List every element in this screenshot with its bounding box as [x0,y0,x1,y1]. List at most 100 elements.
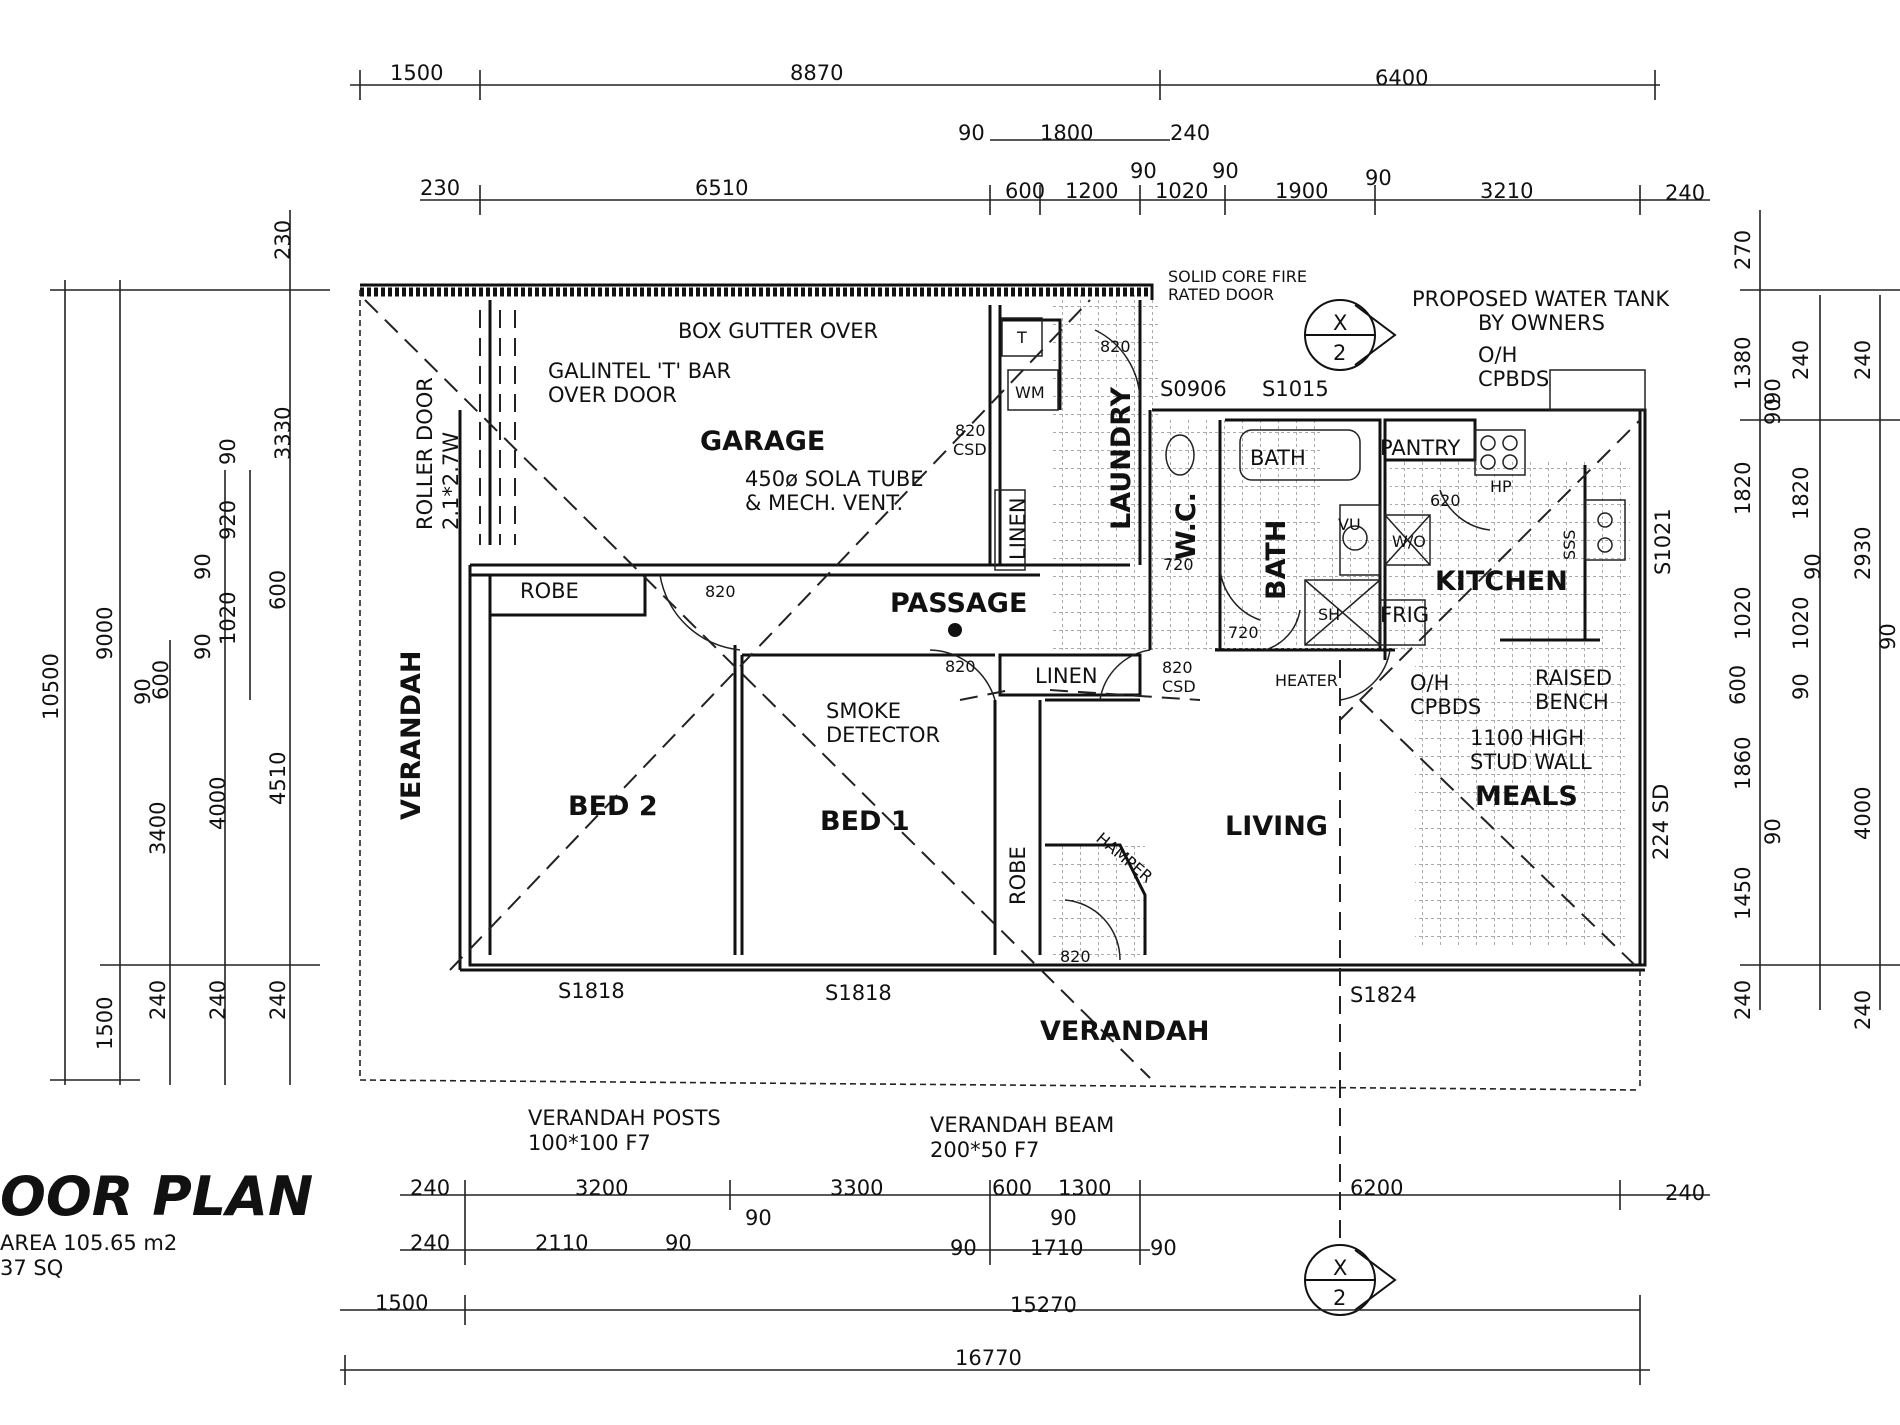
dim-bot-3300: 3300 [830,1176,883,1200]
door-csd-b: CSD [1162,677,1196,696]
note-roller-1: ROLLER DOOR [413,377,437,530]
dim-bot-1500: 1500 [375,1291,428,1315]
room-living: LIVING [1225,811,1328,842]
dim-left-4000: 4000 [206,777,230,830]
dim-top-600: 600 [1005,179,1045,203]
dim-top-230: 230 [420,176,460,200]
dim-bot-r2-90: 90 [665,1231,692,1255]
note-sd: 224 SD [1649,784,1673,860]
wc-tiles [1150,420,1320,650]
dim-top-1200: 1200 [1065,179,1118,203]
dimension-lines-bottom [340,1180,1710,1385]
dim-right-c2-90b: 90 [1801,553,1825,580]
dim-top-1800: 1800 [1040,121,1093,145]
dim-bot-3200: 3200 [575,1176,628,1200]
dim-right-c2-90d: 90 [1761,818,1785,845]
dim-right-c2-1820: 1820 [1789,467,1813,520]
note-smoke-1: SMOKE [826,699,901,723]
dim-bot-r2-240: 240 [410,1231,450,1255]
dim-bot-1300: 1300 [1058,1176,1111,1200]
note-vu: VU [1338,515,1361,534]
dim-left-c6-600: 600 [266,570,290,610]
dim-right-c2-90c: 90 [1789,673,1813,700]
room-passage: PASSAGE [890,588,1027,619]
room-bath: BATH [1261,520,1292,600]
note-roller-2: 2.1*2.7W [439,432,463,530]
dim-bot-r1-90: 90 [745,1206,772,1230]
dim-left-10500: 10500 [39,653,63,720]
dim-top-6400: 6400 [1375,66,1428,90]
dim-bot-6200: 6200 [1350,1176,1403,1200]
note-oh-bot-2: CPBDS [1410,695,1481,719]
dim-right-600: 600 [1726,665,1750,705]
window-s1021: S1021 [1651,508,1675,575]
dimension-lines-left [50,210,330,1085]
dim-left-3400: 3400 [146,802,170,855]
roller-door [479,310,516,545]
dim-left-c6-240: 240 [266,980,290,1020]
dim-top-1020: 1020 [1155,179,1208,203]
dim-right-1380: 1380 [1731,337,1755,390]
note-smoke-2: DETECTOR [826,723,940,747]
dim-right-1860: 1860 [1731,737,1755,790]
meals-tiles [1415,640,1625,945]
laundry-tiles [1050,295,1160,565]
dim-right-c4-90: 90 [1876,623,1900,650]
plan-title: OOR PLAN [0,1165,313,1228]
dim-bot-r1-90b: 90 [1050,1206,1077,1230]
note-stud-1: 1100 HIGH [1470,726,1584,750]
note-heater: HEATER [1275,671,1338,690]
door-820-csd-a: 820 [955,421,986,440]
note-stud-2: STUD WALL [1470,750,1592,774]
dim-top-1900: 1900 [1275,179,1328,203]
dimension-lines-top [350,70,1710,215]
note-galintel-2: OVER DOOR [548,383,677,407]
note-solid-2: RATED DOOR [1168,285,1274,304]
dim-top-6510: 6510 [695,176,748,200]
dim-left-230: 230 [271,220,295,260]
room-bed2: BED 2 [568,791,658,822]
dim-left-600: 600 [149,660,173,700]
dim-right-1020: 1020 [1731,587,1755,640]
door-720-bath: 720 [1228,623,1259,642]
dim-left-4510: 4510 [266,752,290,805]
dim-left-c4-90: 90 [191,633,215,660]
window-s1824: S1824 [1350,983,1417,1007]
note-galintel-1: GALINTEL 'T' BAR [548,359,731,383]
door-820-laundry: 820 [1100,337,1131,356]
plan-squares: 37 SQ [0,1256,63,1280]
note-frig: FRIG [1380,603,1429,627]
window-s1818b: S1818 [825,981,892,1005]
room-bed1: BED 1 [820,806,910,837]
note-tank-1: PROPOSED WATER TANK [1412,287,1670,311]
note-box-gutter: BOX GUTTER OVER [678,319,878,343]
dim-bot-r2-90b: 90 [950,1236,977,1260]
room-linen-passage: LINEN [1035,664,1098,688]
dim-left-3330: 3330 [271,407,295,460]
note-beam-1: VERANDAH BEAM [930,1113,1114,1137]
dim-left-c3-90: 90 [131,678,155,705]
section-marker-top [1304,299,1397,371]
note-solid-1: SOLID CORE FIRE [1168,267,1307,286]
room-garage: GARAGE [700,426,825,457]
door-swings [659,329,1491,961]
dim-top-r2-90: 90 [958,121,985,145]
dim-right-c1-90: 90 [1761,398,1785,425]
bath-tub-label: BATH [1250,446,1306,470]
dim-right-270: 270 [1731,230,1755,270]
room-pantry: PANTRY [1380,436,1460,460]
note-t: T [1016,328,1027,347]
dim-bot-240: 240 [410,1176,450,1200]
dim-right-c2-1020: 1020 [1789,597,1813,650]
section-top-x: X [1333,311,1347,335]
dim-right-2930: 2930 [1851,527,1875,580]
dim-bot-r1-240: 240 [1665,1181,1705,1205]
room-robe-top: ROBE [520,579,579,603]
dim-bot-16770: 16770 [955,1346,1022,1370]
note-wm: WM [1015,383,1045,402]
dim-top-8870: 8870 [790,61,843,85]
note-raised-2: BENCH [1535,690,1609,714]
room-meals: MEALS [1475,781,1578,812]
door-720-wc: 720 [1163,555,1194,574]
dim-right-1820: 1820 [1731,462,1755,515]
